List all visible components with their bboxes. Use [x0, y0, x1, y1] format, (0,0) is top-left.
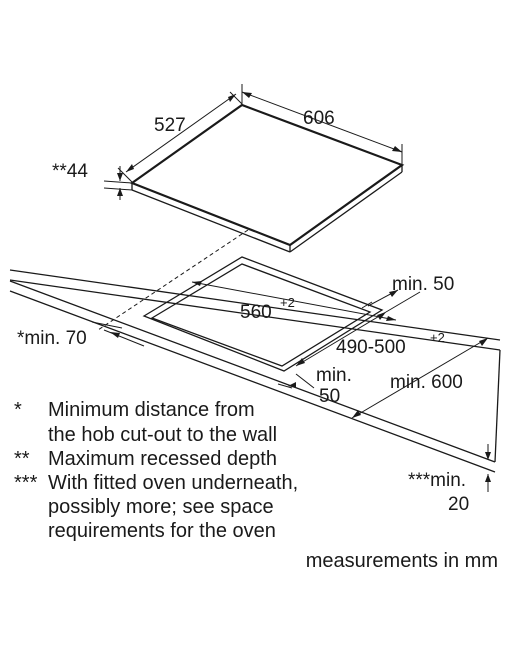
thickness-label-line2: 20	[448, 494, 469, 515]
recessed-depth-dimension	[103, 166, 133, 200]
cutout-depth-dimension	[295, 291, 421, 367]
hob-depth-label: 527	[154, 115, 186, 136]
cutout-width-label: 560	[240, 302, 272, 323]
note-marker-3: ***	[14, 472, 38, 494]
hob-width-dimension	[241, 84, 403, 164]
note-1-line-2: the hob cut-out to the wall	[48, 424, 277, 446]
front-distance-dimension	[277, 373, 315, 389]
hob-drawing	[129, 103, 405, 253]
notes-block: * Minimum distance from the hob cut-out …	[14, 399, 298, 542]
wall-distance-dimension	[91, 321, 145, 347]
hob-width-label: 606	[303, 108, 335, 129]
worktop-depth-dimension	[351, 337, 489, 419]
note-3-line-2: possibly more; see space	[48, 496, 274, 518]
cutout-drawing	[142, 256, 384, 372]
back-edge-distance-label: min. 50	[392, 274, 454, 295]
cutout-width-tolerance: +2	[280, 295, 295, 310]
cutout-width-dimension	[191, 281, 397, 321]
thickness-dimension	[485, 444, 491, 492]
front-distance-label-line2: 50	[319, 386, 340, 407]
note-3-line-3: requirements for the oven	[48, 520, 276, 542]
cutout-depth-tolerance: +2	[430, 330, 445, 345]
worktop-depth-label: min. 600	[390, 372, 463, 393]
back-edge-distance-dimension	[361, 289, 399, 309]
note-marker-1: *	[14, 399, 22, 421]
worktop-drawing	[9, 269, 501, 473]
wall-distance-label: *min. 70	[17, 328, 87, 349]
thickness-label-line1: ***min.	[408, 470, 466, 491]
recessed-depth-label: **44	[52, 161, 88, 182]
note-3-line-1: With fitted oven underneath,	[48, 472, 298, 494]
front-distance-label-line1: min.	[316, 365, 352, 386]
note-2-line-1: Maximum recessed depth	[48, 448, 277, 470]
measurement-unit-footer: measurements in mm	[306, 550, 498, 572]
projection-line	[97, 229, 249, 331]
note-1-line-1: Minimum distance from	[48, 399, 255, 421]
hob-depth-dimension	[117, 91, 243, 183]
cutout-depth-label: 490-500	[336, 337, 406, 358]
note-marker-2: **	[14, 448, 30, 470]
